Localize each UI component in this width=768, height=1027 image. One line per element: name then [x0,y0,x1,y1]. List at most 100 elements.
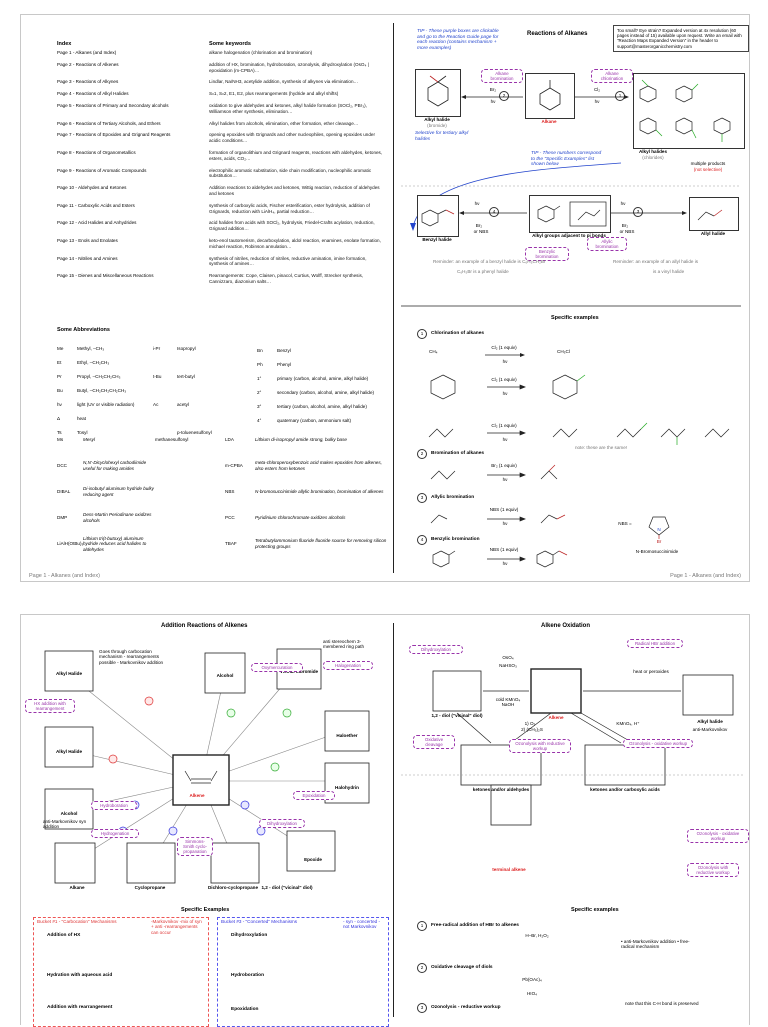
reagent-name2: meta-chloroperoxybenzoic acid makes epox… [255,460,382,471]
index-page-name[interactable]: Page 11 - Carboxylic Acids and Esters [57,202,135,208]
alkyl-groups-box[interactable] [529,195,611,233]
ex-dihydroxylation: Dihydroxylation [231,933,268,938]
abbreviation-right-name: primary (carbon, alcohol, amine, alkyl h… [277,375,369,381]
index-page-name[interactable]: Page 5 - Reactions of Primary and Second… [57,102,169,108]
index-page-name[interactable]: Page 15 - Dienes and Miscellaneous React… [57,273,154,279]
dihydroxylation-tag[interactable]: Dihydroxylation [259,819,305,828]
abbreviation-sym2: t-Bu [153,373,162,379]
halogenation-tag[interactable]: Halogenation [323,661,373,670]
index-row[interactable]: Page 15 - Dienes and Miscellaneous React… [57,273,387,285]
step-number-2[interactable]: 2 [499,91,509,101]
ozonolysis-oxidative-tag[interactable]: Ozonolysis - oxidative workup [623,739,693,748]
index-page-name[interactable]: Page 12 - Acid Halides and Anhydrides [57,220,137,226]
example-number-1: 1 [417,329,427,339]
page1-footer-left: Page 1 - Alkanes (and Index) [29,573,100,579]
abbreviation-sym: Me [57,345,64,351]
index-keywords: formation of organolithium and Grignard … [209,149,383,161]
alkane-center-box[interactable] [525,73,575,119]
abbreviation-name: Propyl, –CH₂CH₂CH₃ [77,373,121,379]
simmons-smith-tag[interactable]: Simmons-Smith cyclo-propanation [177,837,213,856]
allylic-bromination-tag[interactable]: Allylic bromination [587,237,627,251]
hydroboration-tag[interactable]: Hydroboration [91,801,137,810]
oxidation-specific-title: Specific examples [571,907,619,913]
index-page-name[interactable]: Page 13 - Enols and Enolates [57,237,118,243]
index-page-name[interactable]: Page 2 - Reactions of Alkenes [57,61,119,67]
abbreviation-right-sym: 4° [257,417,262,423]
alkyl-halide-box[interactable] [415,69,461,117]
index-page-name[interactable]: Page 8 - Reactions of Organometallics [57,149,136,155]
ozonolysis-oxidative-tag-2[interactable]: Ozonolysis - oxidative workup [687,829,749,843]
hv-label-ex3: hν [502,521,508,526]
alkyl-halides-box[interactable] [633,73,745,149]
hydrogenation-tag[interactable]: Hydrogenation [91,829,139,838]
index-row[interactable]: Page 5 - Reactions of Primary and Second… [57,103,387,115]
alkane-chlorination-tag[interactable]: Alkane chlorination [591,69,633,83]
halohydrin-label: Halohydrin [335,785,359,790]
radical-hbr-tag[interactable]: Radical HBr addition [627,639,683,648]
abbreviation-right-sym: 1° [257,375,262,381]
index-keywords: addition of HX, bromination, hydroborati… [209,61,369,73]
reagent-name2: Pyridinium chlorochromate oxidizes alcoh… [255,515,346,521]
example-number-4: 4 [417,535,427,545]
index-page-name[interactable]: Page 6 - Reactions of Tertiary Alcohols,… [57,120,161,126]
index-row[interactable]: Page 2 - Reactions of Alkenes addition of… [57,62,387,74]
index-page-name[interactable]: Page 14 - Nitriles and Amines [57,255,118,261]
index-page-name[interactable]: Page 1 - Alkanes (and Index) [57,50,117,55]
index-keywords: oxidation to give aldehydes and ketones,… [209,102,367,114]
abbreviation-name: Butyl, –CH₂CH₂CH₂CH₃ [77,387,127,393]
index-keywords: alkane halogenation (chlorination and br… [209,50,313,55]
index-page-name[interactable]: Page 7 - Reactions of Epoxides and Grign… [57,132,171,138]
bucket-3-note: - syn - concerted - not Markovnikov [343,919,381,930]
index-row[interactable]: Page 9 - Reactions of Aromatic Compounds… [57,168,387,180]
ozonolysis-reductive-tag[interactable]: Ozonolysis with reductive workup [509,739,571,753]
hv-label-ex1: hν [502,359,508,364]
oxidative-cleavage-tag[interactable]: Oxidative cleavage [413,735,455,749]
abbreviation-right-name: secondary (carbon, alcohol, amine, alkyl… [277,389,375,395]
index-page-name[interactable]: Page 3 - Reactions of Alkynes [57,79,119,85]
oxymercuration-tag[interactable]: Oxymercuration [251,663,303,672]
alkyl-halide-top-label: Alkyl Halide [55,671,83,676]
benzylic-bromination-tag[interactable]: Benzylic bromination [525,247,569,261]
index-row[interactable]: Page 8 - Reactions of Organometallics for… [57,150,387,162]
br2-reagent-3: Br₂ [621,223,629,228]
benzyl-halide-box[interactable] [417,195,459,237]
hbr-h2o2-label: H–Br, H₂O₂ [525,933,549,938]
abbreviation-name2: acetyl [177,401,190,407]
index-row[interactable]: Page 7 - Reactions of Epoxides and Grign… [57,132,387,144]
epoxidation-tag[interactable]: Epoxidation [293,791,335,800]
not-selective-label: (not selective) [693,167,723,172]
nbs-equals: NBS = [618,521,632,526]
alkyl-halide-sub: (bromide) [427,123,447,128]
step-number-3[interactable]: 3 [633,207,643,217]
abbreviation-right-row: 2°secondary (carbon, alcohol, amine, alk… [257,385,387,399]
ozonolysis-reductive-tag-2[interactable]: Ozonolysis with reductive workup [687,863,739,877]
index-page-name[interactable]: Page 10 - Aldehydes and Ketones [57,185,127,191]
abbreviation-right-row: 3°tertiary (carbon, alcohol, amine, alky… [257,399,387,413]
abbreviation-sym2: Ac [153,401,159,407]
dihydroxylation-tag-right[interactable]: Dihydroxylation [409,645,463,654]
index-page-name[interactable]: Page 9 - Reactions of Aromatic Compounds [57,167,147,173]
index-page-name[interactable]: Page 4 - Reactions of Alkyl Halides [57,91,129,97]
index-keywords: Alkyl halides from alcohols, elimination… [209,120,359,126]
index-row[interactable]: Page 1 - Alkanes (and Index) alkane halog… [57,50,387,56]
ox-example-3-note: note that this C-H bond is preserved [625,1001,699,1006]
alkane-bromination-tag[interactable]: Alkane bromination [481,69,523,83]
multiple-products-label: multiple products [690,161,726,166]
reagent-sym2: LDA [225,437,234,443]
step-number-4[interactable]: 4 [489,207,499,217]
example-1-title: Chlorination of alkanes [431,331,485,336]
reminder-phenyl: C₆H₅Br is a phenyl halide [457,269,509,274]
hv-reagent-4: hν [620,201,626,206]
allyl-halide-box[interactable] [689,197,739,231]
hx-rearrangement-tag[interactable]: HX addition with rearrangement [25,699,75,713]
index-row[interactable]: Page 6 - Reactions of Tertiary Alcohols,… [57,121,387,127]
